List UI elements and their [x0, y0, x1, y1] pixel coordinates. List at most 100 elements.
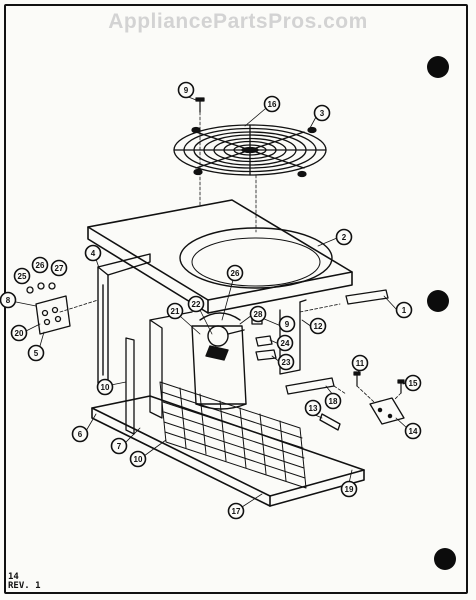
callout-label: 9	[184, 86, 189, 95]
callout-circle	[166, 302, 184, 320]
callout-c6: 6	[71, 425, 89, 443]
callout-c21: 21	[166, 302, 184, 320]
callout-c17: 17	[227, 502, 245, 520]
callout-c12: 12	[309, 317, 327, 335]
callout-label: 26	[231, 269, 240, 278]
callout-c20: 20	[10, 324, 28, 342]
callout-label: 11	[356, 359, 365, 368]
callout-label: 15	[409, 379, 418, 388]
callout-c1: 1	[395, 301, 413, 319]
callout-circle	[249, 305, 267, 323]
fan-guard-grille	[173, 124, 327, 178]
callout-c10a: 10	[96, 378, 114, 396]
callout-c23: 23	[277, 353, 295, 371]
callout-label: 21	[171, 307, 180, 316]
callout-circle	[96, 378, 114, 396]
callout-c7: 7	[110, 437, 128, 455]
condenser-coil	[159, 381, 307, 489]
callout-label: 6	[78, 430, 83, 439]
callout-circle	[276, 334, 294, 352]
clip	[319, 413, 341, 431]
hinge-bracket	[369, 397, 405, 425]
callout-c24: 24	[276, 334, 294, 352]
callout-c15: 15	[404, 374, 422, 392]
callout-circle	[277, 353, 295, 371]
callout-circle	[313, 104, 331, 122]
callout-c9b: 9	[278, 315, 296, 333]
callout-c9a: 9	[177, 81, 195, 99]
callout-label: 3	[320, 109, 325, 118]
callout-label: 22	[192, 300, 201, 309]
callout-circle	[13, 267, 31, 285]
control-bracket	[26, 282, 71, 335]
callout-circle	[395, 301, 413, 319]
callout-c2: 2	[335, 228, 353, 246]
support-bar	[285, 377, 335, 395]
callout-label: 18	[329, 397, 338, 406]
punch-hole-bottom	[434, 548, 456, 570]
callout-circle	[278, 315, 296, 333]
callout-c25: 25	[13, 267, 31, 285]
callout-circle	[404, 374, 422, 392]
callout-c3: 3	[313, 104, 331, 122]
cabinet-side-panel	[97, 253, 151, 391]
callout-circle	[110, 437, 128, 455]
callout-circle	[31, 256, 49, 274]
callout-label: 13	[309, 404, 318, 413]
callout-circle	[404, 422, 422, 440]
callout-circle	[227, 502, 245, 520]
top-panel	[87, 199, 353, 314]
callout-circle	[177, 81, 195, 99]
callout-label: 4	[91, 249, 96, 258]
callout-label: 2	[342, 233, 347, 242]
callout-c13: 13	[304, 399, 322, 417]
callout-label: 10	[101, 383, 110, 392]
callout-c19: 19	[340, 480, 358, 498]
callout-circle	[304, 399, 322, 417]
callout-c10b: 10	[129, 450, 147, 468]
screw-top	[195, 97, 205, 113]
callout-circle	[71, 425, 89, 443]
callout-circle	[187, 295, 205, 313]
callout-circle	[340, 480, 358, 498]
callout-circle	[129, 450, 147, 468]
inner-partition	[125, 311, 193, 435]
callout-label: 5	[34, 349, 39, 358]
callout-label: 24	[281, 339, 290, 348]
callout-label: 8	[6, 296, 11, 305]
page-footer: 14 REV. 1	[8, 573, 41, 591]
callout-circle	[50, 259, 68, 277]
rail	[345, 289, 389, 305]
callout-c4: 4	[84, 244, 102, 262]
callout-circle	[226, 264, 244, 282]
revision-label: REV. 1	[8, 581, 41, 591]
callout-label: 10	[134, 455, 143, 464]
callout-label: 26	[36, 261, 45, 270]
callout-circle	[309, 317, 327, 335]
callout-label: 16	[268, 100, 277, 109]
punch-hole-middle	[427, 290, 449, 312]
callout-circle	[84, 244, 102, 262]
callout-label: 9	[285, 320, 290, 329]
callout-label: 23	[282, 358, 291, 367]
base-pan	[91, 395, 365, 507]
callout-c5: 5	[27, 344, 45, 362]
callout-c26a: 26	[31, 256, 49, 274]
callout-c11: 11	[351, 354, 369, 372]
callout-circle	[0, 291, 17, 309]
callout-c18: 18	[324, 392, 342, 410]
callout-circle	[10, 324, 28, 342]
callout-label: 20	[15, 329, 24, 338]
callout-c27: 27	[50, 259, 68, 277]
callout-c16: 16	[263, 95, 281, 113]
callout-c8: 8	[0, 291, 17, 309]
callout-circle	[335, 228, 353, 246]
callout-label: 19	[345, 485, 354, 494]
callout-label: 17	[232, 507, 241, 516]
callout-c14: 14	[404, 422, 422, 440]
watermark: AppliancePartsPros.com	[108, 10, 368, 33]
callout-circle	[263, 95, 281, 113]
